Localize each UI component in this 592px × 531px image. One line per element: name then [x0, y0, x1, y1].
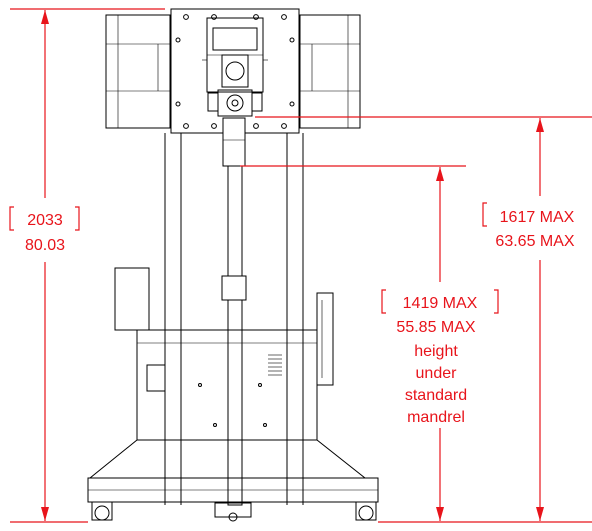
- mounting-plate: [170, 8, 300, 134]
- main-cabinet: [136, 329, 318, 441]
- machine-front-view: [87, 8, 379, 522]
- left-counterweight: [105, 14, 171, 129]
- mast-column: [221, 117, 247, 506]
- mandrel-note-line-1: height: [414, 343, 458, 360]
- overall-height-dimension: 2033 80.03: [9, 8, 165, 523]
- mandrel-height-mm: 1419 MAX: [403, 295, 478, 312]
- side-control-box: [114, 267, 150, 331]
- max-height-inches: 63.65 MAX: [495, 233, 574, 250]
- mandrel-note-line-3: standard: [405, 387, 467, 404]
- mandrel-dim-bracket: [381, 289, 499, 314]
- mandrel-height-inches: 55.85 MAX: [396, 319, 475, 336]
- max-height-dimension: 1617 MAX 63.65 MAX: [255, 116, 592, 523]
- overall-dim-bracket: [9, 206, 80, 231]
- mandrel-note-line-4: mandrel: [407, 409, 465, 426]
- right-counterweight: [299, 14, 361, 129]
- base-frame: [87, 439, 379, 522]
- upright-posts: [164, 133, 304, 505]
- max-height-mm: 1617 MAX: [500, 209, 575, 226]
- overall-height-inches: 80.03: [25, 237, 65, 254]
- right-side-panel: [316, 292, 334, 386]
- mandrel-height-dimension: 1419 MAX 55.85 MAX height under standard…: [240, 165, 499, 521]
- mandrel-note-line-2: under: [416, 365, 458, 382]
- max-dim-bracket: [482, 202, 487, 227]
- overall-height-mm: 2033: [27, 212, 63, 229]
